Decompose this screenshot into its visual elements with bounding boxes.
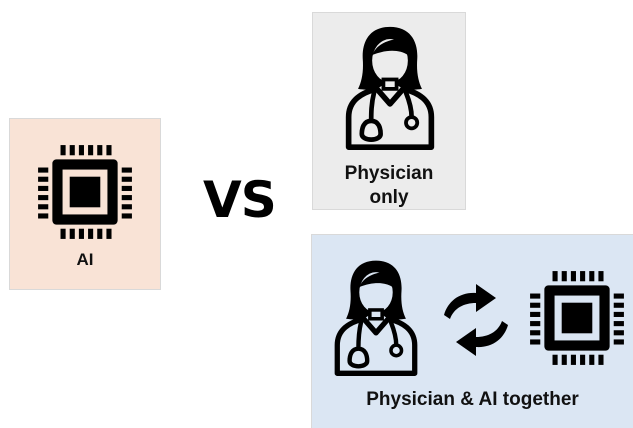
- physician-only-panel: Physician only: [312, 12, 466, 210]
- female-physician-icon: [345, 26, 435, 150]
- ai-label: AI: [76, 250, 94, 269]
- cpu-chip-icon: [530, 271, 624, 365]
- physician-only-label: Physician only: [313, 162, 465, 210]
- ai-panel: AI: [9, 118, 161, 290]
- physician-ai-together-panel: Physician & AI together: [311, 234, 633, 428]
- together-label: Physician & AI together: [366, 389, 579, 410]
- physician-label-line2: only: [369, 187, 409, 208]
- physician-label-line1: Physician: [344, 163, 434, 184]
- female-physician-icon: [334, 260, 418, 376]
- exchange-arrows-icon: [444, 284, 508, 356]
- cpu-chip-icon: [38, 145, 132, 239]
- vs-text: VS: [203, 171, 277, 229]
